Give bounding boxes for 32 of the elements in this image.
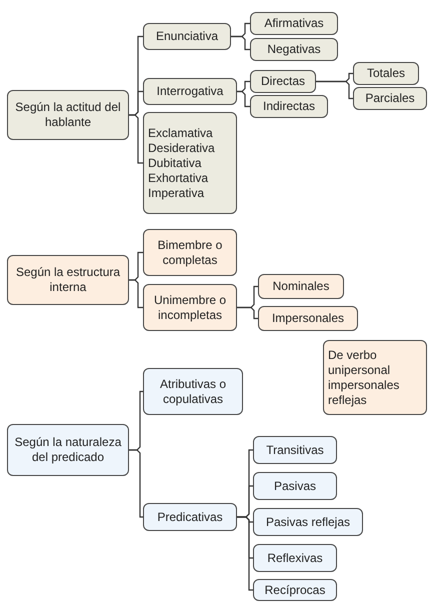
concept-box: Nominales bbox=[258, 274, 344, 299]
concept-box: Negativas bbox=[250, 38, 338, 61]
concept-box: Interrogativa bbox=[143, 78, 237, 105]
bracket-connector bbox=[237, 90, 250, 108]
bracket-connector bbox=[129, 449, 143, 518]
concept-box: Según la naturaleza del predicado bbox=[7, 424, 129, 476]
concept-box: Enunciativa bbox=[143, 23, 231, 50]
bracket-connector bbox=[237, 306, 258, 320]
bracket-connector bbox=[237, 516, 253, 591]
concept-box: Bimembre o completas bbox=[143, 229, 237, 276]
bracket-connector bbox=[129, 279, 143, 308]
bracket-connector bbox=[316, 80, 353, 100]
concept-box: Impersonales bbox=[258, 306, 358, 331]
concept-box: De verbo unipersonal impersonales reflejas bbox=[323, 340, 427, 415]
bracket-connector bbox=[231, 36, 250, 50]
concept-box: Atributivas o copulativas bbox=[143, 368, 243, 415]
concept-box: Directas bbox=[250, 70, 316, 93]
concept-box: Predicativas bbox=[143, 503, 237, 531]
concept-box: Exclamativa Desiderativa Dubitativa Exhortativa Imperativa bbox=[143, 112, 237, 214]
concept-box: Totales bbox=[353, 62, 419, 85]
concept-box: Reflexivas bbox=[253, 544, 337, 572]
concept-box: Pasivas reflejas bbox=[253, 508, 363, 536]
concept-box: Recíprocas bbox=[253, 579, 337, 601]
concept-box: Indirectas bbox=[250, 95, 328, 118]
concept-box: Pasivas bbox=[253, 472, 337, 500]
concept-box: Unimembre o incompletas bbox=[143, 284, 237, 331]
concept-box: Afirmativas bbox=[250, 12, 338, 35]
concept-box: Transitivas bbox=[253, 436, 337, 464]
concept-box: Según la estructura interna bbox=[7, 255, 129, 305]
concept-box: Parciales bbox=[353, 87, 427, 110]
bracket-connector bbox=[129, 114, 143, 164]
concept-box: Según la actitud del hablante bbox=[7, 90, 129, 140]
